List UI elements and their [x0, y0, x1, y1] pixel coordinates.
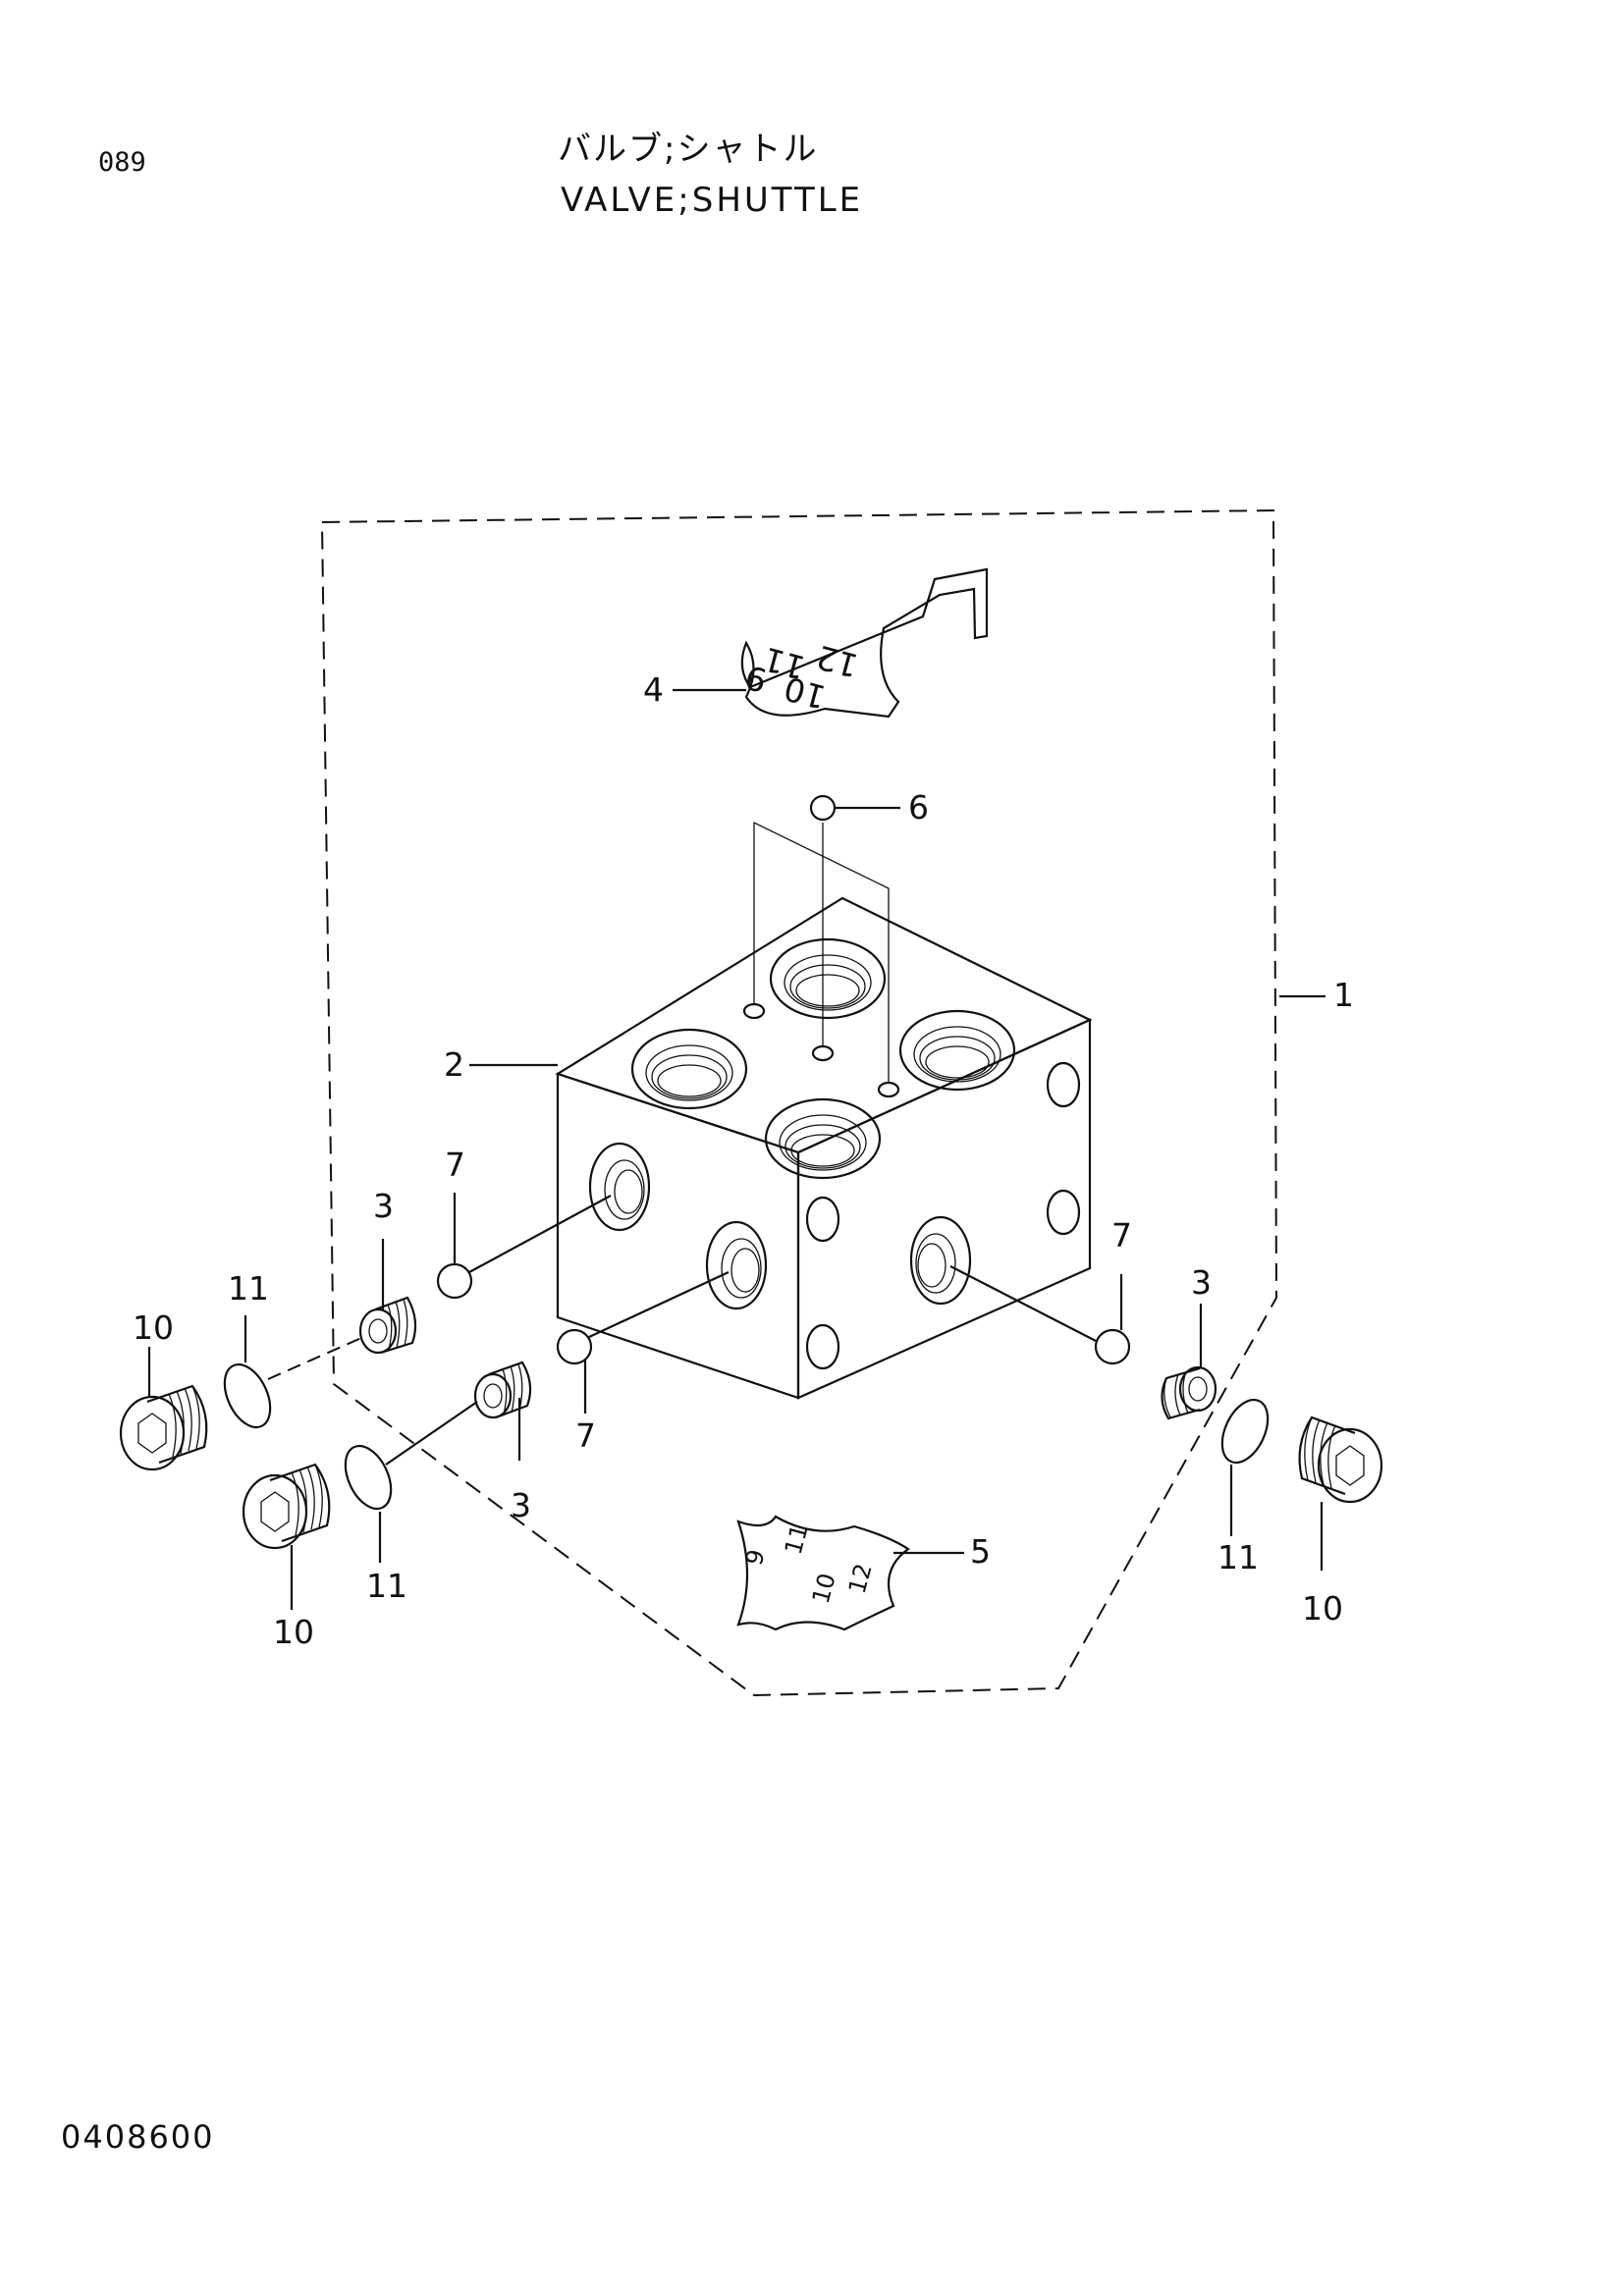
mounting-hole — [1046, 1189, 1081, 1236]
side-port — [588, 1142, 651, 1232]
callout-3: 3 — [511, 1486, 531, 1524]
tag-mark: 11 — [780, 1522, 814, 1558]
top-port — [630, 1028, 748, 1110]
hex-plug-item-10 — [119, 1384, 208, 1471]
tag-top-marks: 9 11 12 10 — [741, 637, 862, 717]
leader-lines — [147, 688, 1325, 1610]
valve-block — [555, 896, 1093, 1400]
pilot-hole — [742, 1002, 766, 1020]
ball-item-7 — [556, 1328, 593, 1365]
callout-labels: 1 2 3 3 3 4 5 6 7 7 7 10 10 10 11 11 11 — [133, 670, 1354, 1651]
callout-7: 7 — [575, 1416, 596, 1455]
callout-7: 7 — [1111, 1216, 1132, 1255]
plug-item-3 — [1161, 1365, 1217, 1420]
hex-plug-item-10 — [242, 1463, 331, 1550]
o-ring-item-11 — [223, 1362, 272, 1429]
side-port — [909, 1215, 972, 1306]
top-port — [769, 937, 887, 1020]
ball-item-7 — [1094, 1328, 1131, 1365]
mounting-hole — [805, 1196, 840, 1243]
callout-3: 3 — [373, 1187, 394, 1225]
page-number: 089 — [98, 147, 146, 178]
nameplate-bottom: 9 11 10 12 — [736, 1515, 910, 1631]
pilot-hole — [877, 1081, 900, 1098]
tag-mark: 9 — [740, 1547, 771, 1569]
tag-mark: 12 — [843, 1561, 878, 1597]
tag-bottom-marks: 9 11 10 12 — [740, 1522, 878, 1607]
callout-2: 2 — [444, 1045, 464, 1084]
pilot-hole — [811, 1044, 835, 1062]
side-port — [705, 1220, 768, 1310]
tag-mark: 10 — [807, 1571, 841, 1607]
title-english: VALVE;SHUTTLE — [561, 181, 864, 220]
assembly-boundary — [320, 508, 1278, 1697]
callout-1: 1 — [1333, 976, 1354, 1014]
callout-7: 7 — [445, 1146, 465, 1184]
mounting-hole — [805, 1323, 840, 1370]
top-port — [898, 1009, 1016, 1092]
callout-5: 5 — [970, 1532, 991, 1571]
document-code: 0408600 — [61, 2118, 215, 2156]
callout-10: 10 — [1302, 1589, 1343, 1628]
callout-10: 10 — [133, 1308, 174, 1347]
callout-11: 11 — [366, 1567, 407, 1605]
o-ring-item-11 — [1220, 1398, 1270, 1465]
o-ring-item-11 — [344, 1444, 393, 1511]
ball-item-6 — [753, 794, 900, 1082]
ball-item-7 — [436, 1262, 473, 1300]
explode-axis-lines — [267, 1195, 1097, 1466]
callout-6: 6 — [908, 788, 929, 827]
callout-3: 3 — [1191, 1263, 1212, 1302]
plug-item-3 — [358, 1296, 417, 1355]
hex-plug-item-10 — [1298, 1415, 1383, 1504]
callout-10: 10 — [273, 1613, 314, 1651]
mounting-hole — [1046, 1061, 1081, 1108]
nameplate-top: 9 11 12 10 — [741, 567, 989, 719]
title-japanese: バルブ;シャトル — [558, 130, 819, 169]
plug-item-3 — [473, 1361, 532, 1419]
callout-11: 11 — [228, 1269, 269, 1308]
top-port — [764, 1097, 882, 1180]
callout-11: 11 — [1217, 1538, 1259, 1576]
callout-4: 4 — [643, 670, 664, 709]
